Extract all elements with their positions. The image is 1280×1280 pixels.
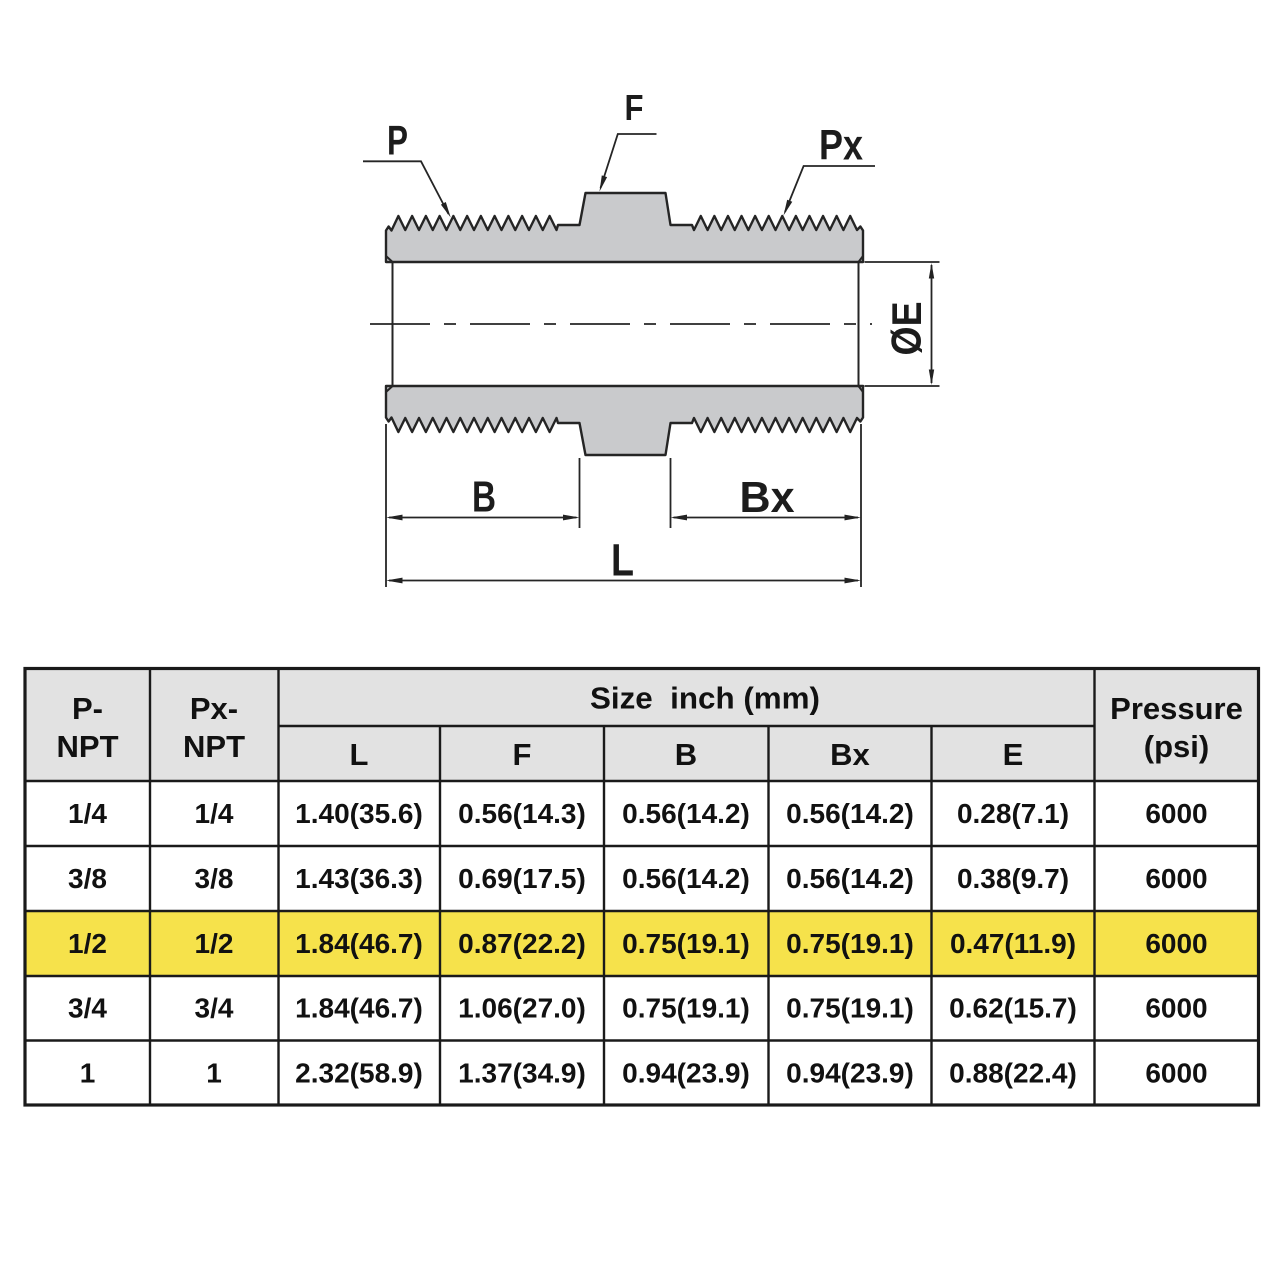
svg-text:0.56(14.2): 0.56(14.2) xyxy=(622,863,750,894)
svg-text:1: 1 xyxy=(80,1058,96,1089)
svg-text:1/2: 1/2 xyxy=(68,928,107,959)
svg-text:1.40(35.6): 1.40(35.6) xyxy=(295,798,423,829)
svg-text:0.87(22.2): 0.87(22.2) xyxy=(458,928,586,959)
svg-text:P-: P- xyxy=(72,691,103,726)
svg-text:3/8: 3/8 xyxy=(195,863,234,894)
svg-text:0.75(19.1): 0.75(19.1) xyxy=(786,993,914,1024)
svg-text:2.32(58.9): 2.32(58.9) xyxy=(295,1058,423,1089)
svg-text:0.62(15.7): 0.62(15.7) xyxy=(949,993,1077,1024)
svg-text:Px: Px xyxy=(819,122,863,170)
svg-text:0.75(19.1): 0.75(19.1) xyxy=(786,928,914,959)
svg-text:P: P xyxy=(387,116,408,163)
svg-text:NPT: NPT xyxy=(183,729,245,764)
svg-text:Size inch (mm): Size inch (mm) xyxy=(590,681,820,716)
svg-text:6000: 6000 xyxy=(1145,863,1207,894)
svg-text:0.75(19.1): 0.75(19.1) xyxy=(622,993,750,1024)
svg-text:6000: 6000 xyxy=(1145,798,1207,829)
svg-text:Bx: Bx xyxy=(740,473,796,522)
svg-text:1/4: 1/4 xyxy=(195,798,234,829)
svg-text:3/4: 3/4 xyxy=(195,993,234,1024)
svg-text:L: L xyxy=(350,737,369,772)
svg-text:0.56(14.3): 0.56(14.3) xyxy=(458,798,586,829)
svg-text:F: F xyxy=(625,87,644,128)
svg-text:B: B xyxy=(472,473,496,522)
svg-text:0.56(14.2): 0.56(14.2) xyxy=(786,798,914,829)
svg-text:0.56(14.2): 0.56(14.2) xyxy=(622,798,750,829)
svg-text:6000: 6000 xyxy=(1145,928,1207,959)
svg-text:Bx: Bx xyxy=(830,737,870,772)
svg-text:L: L xyxy=(611,535,634,586)
svg-text:B: B xyxy=(675,737,697,772)
svg-text:0.28(7.1): 0.28(7.1) xyxy=(957,798,1069,829)
svg-text:1.37(34.9): 1.37(34.9) xyxy=(458,1058,586,1089)
svg-text:Pressure: Pressure xyxy=(1110,691,1243,726)
svg-text:3/4: 3/4 xyxy=(68,993,107,1024)
svg-text:0.69(17.5): 0.69(17.5) xyxy=(458,863,586,894)
svg-text:1/2: 1/2 xyxy=(195,928,234,959)
svg-text:1.84(46.7): 1.84(46.7) xyxy=(295,993,423,1024)
svg-text:NPT: NPT xyxy=(57,729,119,764)
svg-text:1/4: 1/4 xyxy=(68,798,107,829)
svg-text:0.56(14.2): 0.56(14.2) xyxy=(786,863,914,894)
svg-text:Px-: Px- xyxy=(190,691,238,726)
svg-text:0.94(23.9): 0.94(23.9) xyxy=(786,1058,914,1089)
svg-text:F: F xyxy=(513,737,532,772)
svg-text:1: 1 xyxy=(206,1058,222,1089)
svg-text:(psi): (psi) xyxy=(1144,729,1209,764)
svg-text:E: E xyxy=(1003,737,1024,772)
svg-text:ØE: ØE xyxy=(883,302,930,356)
svg-text:1.43(36.3): 1.43(36.3) xyxy=(295,863,423,894)
svg-text:6000: 6000 xyxy=(1145,993,1207,1024)
svg-text:0.88(22.4): 0.88(22.4) xyxy=(949,1058,1077,1089)
svg-text:0.75(19.1): 0.75(19.1) xyxy=(622,928,750,959)
svg-text:3/8: 3/8 xyxy=(68,863,107,894)
svg-text:1.84(46.7): 1.84(46.7) xyxy=(295,928,423,959)
svg-text:0.47(11.9): 0.47(11.9) xyxy=(950,928,1076,959)
svg-text:0.38(9.7): 0.38(9.7) xyxy=(957,863,1069,894)
svg-text:0.94(23.9): 0.94(23.9) xyxy=(622,1058,750,1089)
svg-text:6000: 6000 xyxy=(1145,1058,1207,1089)
svg-text:1.06(27.0): 1.06(27.0) xyxy=(458,993,586,1024)
